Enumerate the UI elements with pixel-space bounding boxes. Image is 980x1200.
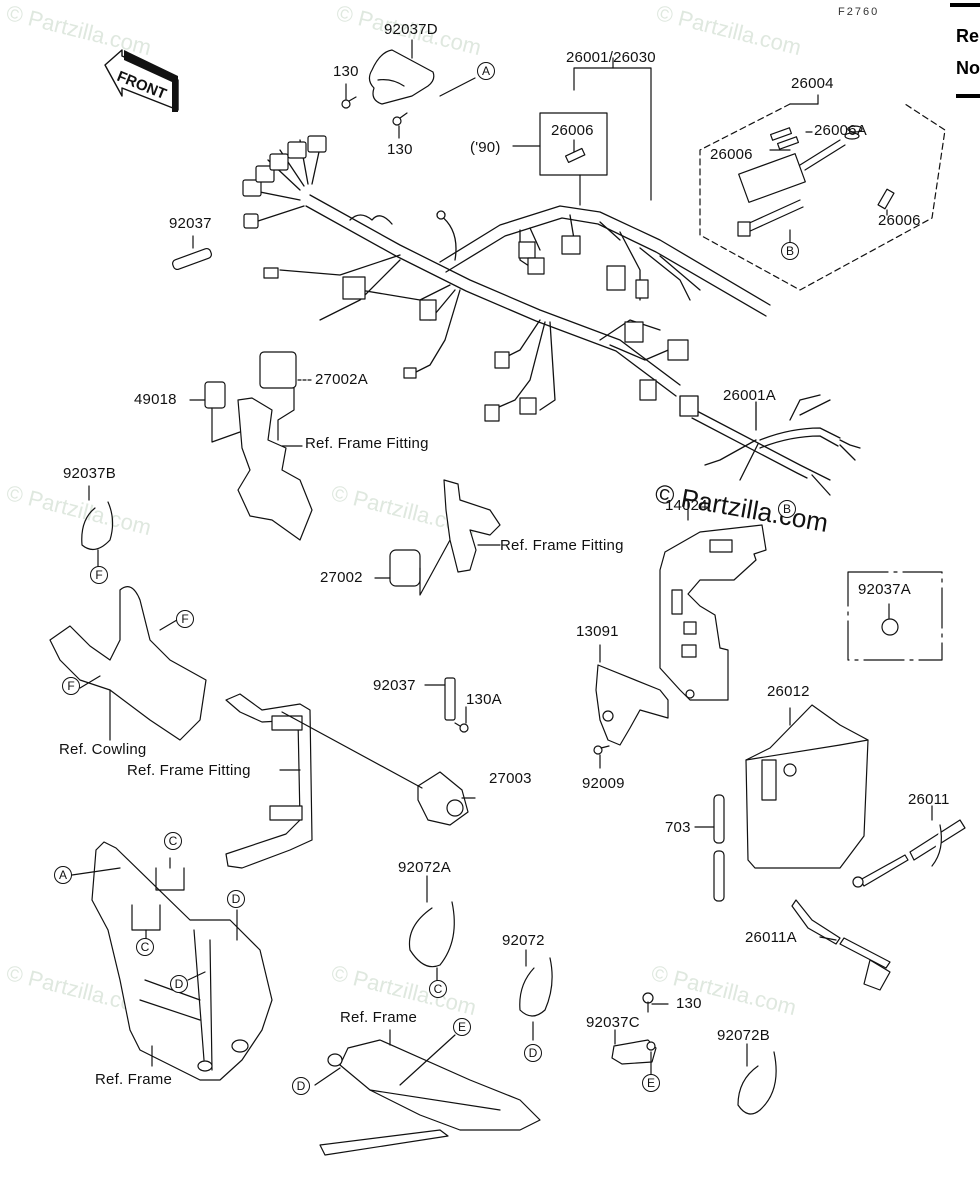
ref-frame-fitting-label: Ref. Frame Fitting (500, 537, 624, 554)
side-rule-bottom (956, 94, 980, 98)
part-label-92072b[interactable]: 92072B (717, 1027, 770, 1044)
callout-marker-c: C (164, 832, 182, 850)
part-label-130a[interactable]: 130A (466, 691, 502, 708)
part-label-26006a[interactable]: 26006A (814, 122, 867, 139)
main-frame (72, 842, 272, 1080)
callout-marker-f: F (90, 566, 108, 584)
horn-27003 (282, 712, 475, 825)
leader-26001 (513, 58, 651, 205)
part-label-26001-26030[interactable]: 26001/26030 (566, 49, 656, 66)
ref-frame-fitting-label: Ref. Frame Fitting (305, 435, 429, 452)
part-label-26006[interactable]: 26006 (878, 212, 921, 229)
bracket-frame-fitting-1 (238, 398, 312, 540)
battery-26012 (746, 705, 868, 868)
wiring-harness-26001 (250, 138, 770, 410)
strap-92037b (82, 486, 113, 566)
callout-marker-d: D (170, 975, 188, 993)
part-label-13091[interactable]: 13091 (576, 623, 619, 640)
ref-frame-label: Ref. Frame (95, 1071, 173, 1088)
clamp-92037c (612, 1030, 656, 1076)
part-label-92037b[interactable]: 92037B (63, 465, 116, 482)
strap-92037 (171, 236, 212, 271)
strap-92072 (520, 950, 552, 1040)
harness-connectors (243, 136, 688, 421)
ref-cowling-label: Ref. Cowling (59, 741, 147, 758)
part-label-26011[interactable]: 26011 (908, 791, 950, 808)
part-label-92072a[interactable]: 92072A (398, 859, 451, 876)
part-label-27002[interactable]: 27002 (320, 569, 363, 586)
front-arrow-icon: FRONT (105, 50, 178, 112)
year-note-90: ('90) (470, 139, 501, 156)
holder-13091 (596, 645, 668, 745)
callout-marker-f: F (62, 677, 80, 695)
bracket-frame-fitting-3 (226, 694, 312, 868)
callout-marker-b: B (778, 500, 796, 518)
part-label-26004[interactable]: 26004 (791, 75, 834, 92)
callout-marker-f: F (176, 610, 194, 628)
bolt-130a (455, 707, 468, 732)
callout-marker-d: D (292, 1077, 310, 1095)
bracket-frame-fitting-2 (444, 480, 500, 572)
side-note-line-1: Re (956, 26, 980, 46)
part-label-703[interactable]: 703 (665, 819, 691, 836)
callout-marker-d: D (524, 1044, 542, 1062)
bolt-130-a (342, 84, 356, 108)
relay-49018 (190, 382, 240, 442)
part-label-92037c[interactable]: 92037C (586, 1014, 640, 1031)
cable-26011 (853, 806, 965, 887)
callout-marker-a: A (54, 866, 72, 884)
part-label-14024[interactable]: 14024 (665, 497, 708, 514)
side-note-line-2: No (956, 58, 980, 78)
part-label-27003[interactable]: 27003 (489, 770, 532, 787)
callout-marker-a: A (477, 62, 495, 80)
bolt-130-b (393, 113, 407, 138)
part-label-26011a[interactable]: 26011A (745, 929, 797, 946)
part-label-130[interactable]: 130 (676, 995, 702, 1012)
callout-marker-e: E (453, 1018, 471, 1036)
strap-92037-small (425, 678, 455, 720)
ref-frame-fitting-label: Ref. Frame Fitting (127, 762, 251, 779)
part-label-130[interactable]: 130 (387, 141, 413, 158)
strap-92072b (738, 1044, 776, 1114)
part-label-92072[interactable]: 92072 (502, 932, 545, 949)
part-label-27002a[interactable]: 27002A (315, 371, 368, 388)
callout-marker-c: C (429, 980, 447, 998)
part-label-26001a[interactable]: 26001A (723, 387, 776, 404)
cover-92037d (369, 40, 475, 104)
part-label-92009[interactable]: 92009 (582, 775, 625, 792)
ref-frame-label: Ref. Frame (340, 1009, 418, 1026)
bolt-92009 (594, 746, 609, 768)
panel-14024 (660, 500, 766, 700)
callout-marker-b: B (781, 242, 799, 260)
side-rule-top (950, 3, 980, 7)
tube-703 (695, 795, 724, 901)
callout-marker-c: C (136, 938, 154, 956)
part-label-92037[interactable]: 92037 (373, 677, 416, 694)
part-label-92037[interactable]: 92037 (169, 215, 212, 232)
part-label-26006[interactable]: 26006 (710, 146, 753, 163)
callout-marker-e: E (642, 1074, 660, 1092)
sub-harness-26001a (680, 395, 860, 495)
fuse-box-26004 (700, 95, 945, 290)
sub-frame (315, 1030, 540, 1155)
part-label-26006[interactable]: 26006 (551, 122, 594, 139)
clamp-92037a-box (848, 572, 942, 660)
part-label-130[interactable]: 130 (333, 63, 359, 80)
strap-92072a (409, 876, 454, 980)
part-27002 (375, 540, 450, 595)
relay-27002a (260, 352, 312, 440)
bolt-130-c (643, 993, 668, 1012)
callout-marker-d: D (227, 890, 245, 908)
fuse-box-relay (738, 126, 894, 245)
cable-26011a (792, 900, 890, 990)
part-label-49018[interactable]: 49018 (134, 391, 177, 408)
part-label-92037a[interactable]: 92037A (858, 581, 911, 598)
diagram-code: F2760 (838, 6, 880, 18)
part-label-92037d[interactable]: 92037D (384, 21, 438, 38)
part-label-26012[interactable]: 26012 (767, 683, 810, 700)
fairing-stay (50, 587, 206, 740)
